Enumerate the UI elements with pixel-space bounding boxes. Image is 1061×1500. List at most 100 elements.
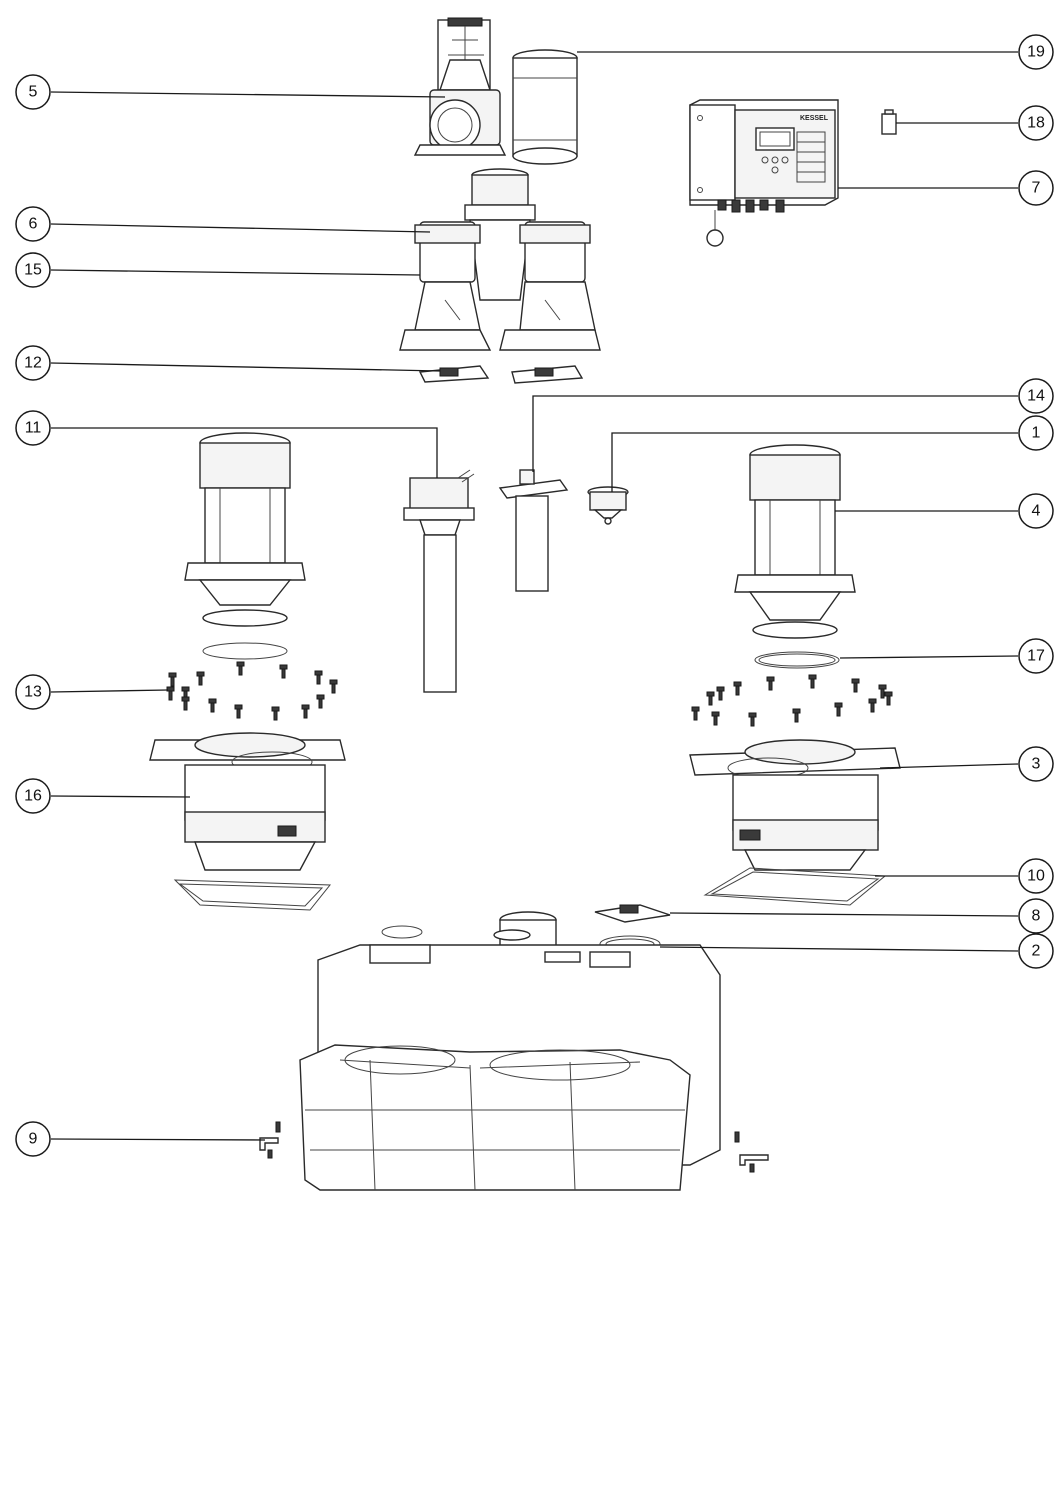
- screw-shaft: [880, 688, 885, 699]
- screw-shaft: [836, 706, 841, 717]
- gate-valve-part: [413, 17, 507, 156]
- screw-head: [884, 691, 893, 697]
- callout-9: 9: [15, 1121, 51, 1157]
- callout-number: 13: [24, 684, 42, 701]
- callout-circle: [15, 778, 51, 814]
- callout-number: 10: [1027, 868, 1045, 885]
- screw-head: [733, 681, 742, 687]
- callout-number: 5: [29, 84, 38, 101]
- callout-19: 19: [1018, 34, 1054, 70]
- leader-line-2: [659, 946, 1019, 952]
- callout-number: 6: [29, 216, 38, 233]
- screw-head: [792, 708, 801, 714]
- leader-line-1: [611, 432, 1018, 492]
- callout-17: 17: [1018, 638, 1054, 674]
- callout-13: 13: [15, 674, 51, 710]
- callout-circle: [15, 74, 51, 110]
- pipe-sleeve-part: [512, 49, 578, 165]
- callout-15: 15: [15, 252, 51, 288]
- callout-1: 1: [1018, 415, 1054, 451]
- screw-shaft: [238, 665, 243, 676]
- screw-shaft: [853, 682, 858, 693]
- screw-head: [168, 672, 177, 678]
- battery-part: [881, 109, 897, 135]
- callout-circle: [1018, 170, 1054, 206]
- callout-circle: [15, 345, 51, 381]
- screw-head: [166, 686, 175, 692]
- callout-circle: [15, 206, 51, 242]
- callout-14: 14: [1018, 378, 1054, 414]
- screw-shaft: [168, 690, 173, 701]
- screw-shaft: [170, 676, 175, 687]
- callout-3: 3: [1018, 746, 1054, 782]
- leader-line-5: [50, 91, 446, 98]
- callout-16: 16: [15, 778, 51, 814]
- callout-5: 5: [15, 74, 51, 110]
- callout-circle: [1018, 858, 1054, 894]
- callout-2: 2: [1018, 933, 1054, 969]
- screw-shaft: [303, 708, 308, 719]
- callout-number: 1: [1032, 425, 1041, 442]
- callout-number: 7: [1032, 180, 1041, 197]
- leader-line-8: [669, 912, 1019, 917]
- screw-head: [329, 679, 338, 685]
- callout-number: 9: [29, 1131, 38, 1148]
- callout-number: 2: [1032, 943, 1041, 960]
- callout-circle: [1018, 493, 1054, 529]
- screw-shaft: [316, 674, 321, 685]
- callout-8: 8: [1018, 898, 1054, 934]
- screw-head: [301, 704, 310, 710]
- callout-number: 8: [1032, 908, 1041, 925]
- callout-circle: [1018, 378, 1054, 414]
- screw-head: [271, 706, 280, 712]
- screw-head: [808, 674, 817, 680]
- callout-number: 14: [1027, 388, 1045, 405]
- collection-tank-part: [299, 911, 721, 1191]
- screw-shaft: [750, 716, 755, 727]
- screw-head: [314, 670, 323, 676]
- screw-head: [766, 676, 775, 682]
- screw-shaft: [273, 710, 278, 721]
- screw-head: [851, 678, 860, 684]
- screw-shaft: [794, 712, 799, 723]
- callout-circle: [15, 410, 51, 446]
- screw-head: [208, 698, 217, 704]
- leader-lines: [50, 51, 1019, 1141]
- screw-shaft: [693, 710, 698, 721]
- screw-shaft: [718, 690, 723, 701]
- screw-shaft: [183, 700, 188, 711]
- pump-motor-right-part: [734, 444, 856, 639]
- screw-head: [234, 704, 243, 710]
- screw-shaft: [318, 698, 323, 709]
- callout-number: 18: [1027, 115, 1045, 132]
- callout-circle: [1018, 898, 1054, 934]
- callout-number: 3: [1032, 756, 1041, 773]
- callout-circle: [1018, 105, 1054, 141]
- screw-shaft: [236, 708, 241, 719]
- leader-line-6: [50, 223, 431, 233]
- callout-6: 6: [15, 206, 51, 242]
- screw-shaft: [810, 678, 815, 689]
- pump-housing-right-part: [689, 739, 901, 871]
- leader-line-12: [50, 362, 441, 372]
- callout-7: 7: [1018, 170, 1054, 206]
- callout-number: 12: [24, 355, 42, 372]
- screw-shaft: [331, 683, 336, 694]
- screw-head: [279, 664, 288, 670]
- controller-brand-label: KESSEL: [800, 115, 829, 122]
- check-valve-part: [587, 486, 629, 525]
- screw-shaft: [708, 695, 713, 706]
- screw-head: [834, 702, 843, 708]
- cover-plates-part: [418, 365, 584, 384]
- callout-circle: [1018, 34, 1054, 70]
- control-unit-part: KESSEL: [689, 99, 839, 247]
- callout-circle: [15, 1121, 51, 1157]
- screw-shaft: [886, 695, 891, 706]
- screw-head: [868, 698, 877, 704]
- callout-number: 17: [1027, 648, 1045, 665]
- screw-shaft: [210, 702, 215, 713]
- screw-head: [181, 696, 190, 702]
- screw-head: [316, 694, 325, 700]
